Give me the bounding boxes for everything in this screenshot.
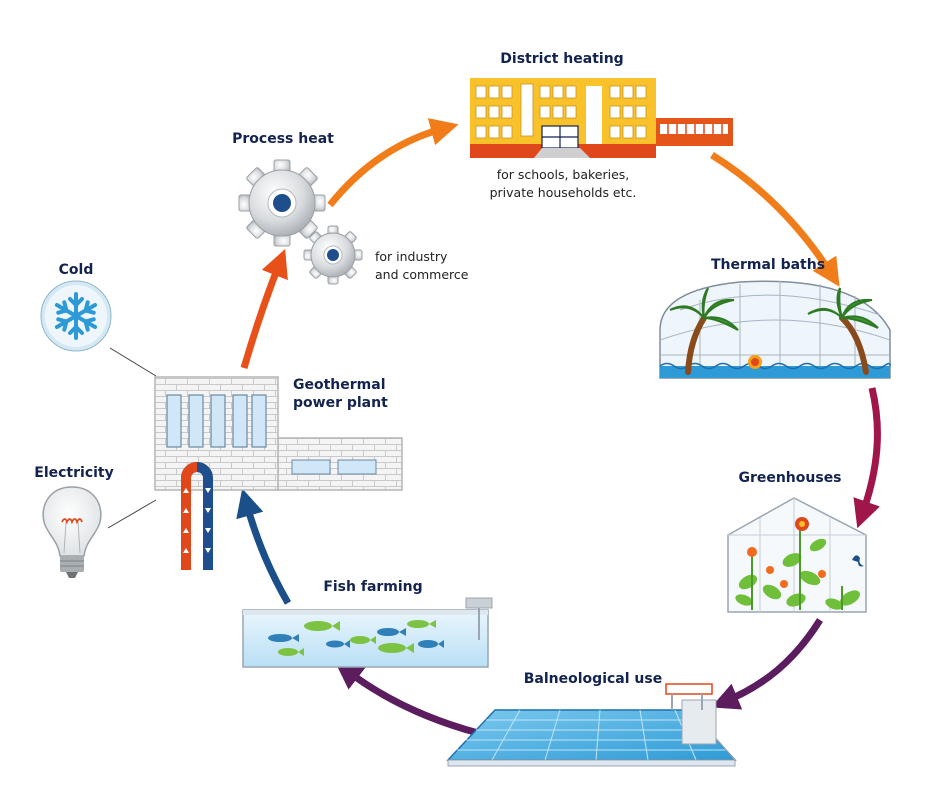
process-heat-title: Process heat bbox=[232, 131, 334, 147]
connector-electricity bbox=[107, 499, 157, 529]
process-heat-description: for industry and commerce bbox=[375, 248, 468, 284]
building-icon bbox=[470, 78, 733, 158]
fish-farming-title: Fish farming bbox=[323, 579, 423, 595]
district-heating-sub-line2: private households etc. bbox=[489, 185, 637, 200]
district-heating-description: for schools, bakeries, private household… bbox=[482, 166, 644, 202]
process-heat-sub-line2: and commerce bbox=[375, 267, 469, 282]
greenhouse-icon bbox=[727, 497, 867, 613]
cold-title: Cold bbox=[58, 262, 94, 278]
thermal-baths-title: Thermal baths bbox=[710, 257, 826, 273]
district-heating-title: District heating bbox=[500, 51, 624, 67]
power-plant-icon bbox=[154, 376, 403, 570]
district-heating-sub-line1: for schools, bakeries, bbox=[496, 167, 630, 182]
process-heat-sub-line1: for industry bbox=[375, 249, 448, 264]
arrow-greenhouses-to-balneological bbox=[711, 618, 823, 710]
connector-cold bbox=[109, 347, 157, 377]
electricity-title: Electricity bbox=[34, 465, 114, 481]
power-plant-title-line2: power plant bbox=[293, 395, 388, 411]
lightbulb-icon bbox=[42, 486, 102, 578]
fish-tank-icon bbox=[242, 597, 493, 668]
fish-icon bbox=[268, 620, 444, 656]
balneological-use-title: Balneological use bbox=[523, 671, 663, 687]
arrow-process-heat-to-district-heating bbox=[327, 118, 459, 208]
gear-icon bbox=[303, 225, 363, 285]
snowflake-icon bbox=[40, 280, 112, 352]
arrow-thermal-baths-to-greenhouses bbox=[853, 387, 881, 529]
arrow-balneological-to-fish-farming bbox=[334, 661, 479, 737]
greenhouses-title: Greenhouses bbox=[738, 470, 842, 486]
palm-icon bbox=[669, 287, 739, 375]
palm-icon bbox=[807, 287, 879, 375]
gear-icon bbox=[238, 159, 326, 247]
arrow-district-heating-to-thermal-baths bbox=[710, 152, 840, 287]
arrow-plant-to-process-heat bbox=[240, 248, 288, 369]
power-plant-title-line1: Geothermal bbox=[293, 377, 386, 393]
pool-icon bbox=[446, 683, 737, 767]
geothermal-power-plant-title: Geothermal power plant bbox=[293, 376, 388, 412]
dome-icon bbox=[659, 280, 891, 379]
arrow-fish-farming-to-plant bbox=[236, 488, 292, 605]
